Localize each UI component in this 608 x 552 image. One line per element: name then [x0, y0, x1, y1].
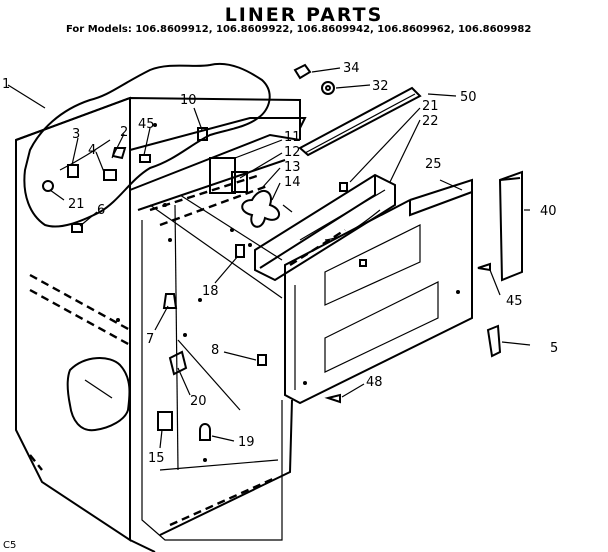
callout-20: 20: [190, 394, 207, 409]
callout-48: 48: [366, 375, 383, 390]
part-clips-left: [42, 127, 208, 233]
callout-40: 40: [540, 204, 557, 219]
callout-4: 4: [88, 143, 96, 158]
evaporator-cover: [284, 178, 473, 405]
trim-strip: [498, 170, 523, 282]
cap-34: [293, 63, 312, 80]
callout-21-right: 21: [422, 99, 439, 114]
screw-21-right: [339, 182, 348, 192]
screw-8: [257, 354, 267, 366]
callout-19: 19: [238, 435, 255, 450]
callout-3: 3: [72, 127, 80, 142]
callout-10: 10: [180, 93, 197, 108]
callout-50: 50: [460, 90, 477, 105]
breaker-channel: [298, 86, 422, 157]
callout-2: 2: [120, 125, 128, 140]
corner-code: C5: [3, 540, 16, 551]
callout-21-left: 21: [68, 197, 85, 212]
liner-housing: [15, 96, 307, 552]
fan-assembly: [209, 157, 293, 228]
screw-48: [324, 393, 341, 404]
callout-25: 25: [425, 157, 442, 172]
callout-32: 32: [372, 79, 389, 94]
callout-8: 8: [211, 343, 219, 358]
callout-45-left: 45: [138, 117, 155, 132]
lamp-19: [199, 423, 211, 441]
callout-34: 34: [343, 61, 360, 76]
screw-45-right: [477, 262, 491, 272]
hinge-15: [157, 411, 173, 431]
fastener-holes: [116, 123, 252, 462]
callout-15: 15: [148, 451, 165, 466]
insulation-top: [23, 62, 271, 228]
callout-12: 12: [284, 145, 301, 160]
callout-7: 7: [146, 332, 154, 347]
callout-13: 13: [284, 160, 301, 175]
callout-22: 22: [422, 114, 439, 129]
callout-6: 6: [97, 203, 105, 218]
bracket-5: [486, 324, 502, 358]
insulation-lower: [66, 357, 131, 432]
callout-11: 11: [284, 130, 301, 145]
callout-18: 18: [202, 284, 219, 299]
stud-7: [162, 293, 178, 309]
callout-5: 5: [550, 341, 558, 356]
callout-1: 1: [2, 77, 10, 92]
shelf-support-18: [235, 244, 245, 258]
models-line: For Models: 106.8609912, 106.8609922, 10…: [66, 24, 532, 35]
diagram-title: LINER PARTS: [224, 4, 384, 26]
leader-lines: [7, 67, 531, 449]
mount-20: [168, 350, 188, 376]
callouts: 1 2 3 4 45 10 21 6 11 12 13 14 34 32 50 …: [2, 61, 558, 551]
callout-45-right: 45: [506, 294, 523, 309]
grommet-32: [321, 81, 335, 95]
callout-14: 14: [284, 175, 301, 190]
